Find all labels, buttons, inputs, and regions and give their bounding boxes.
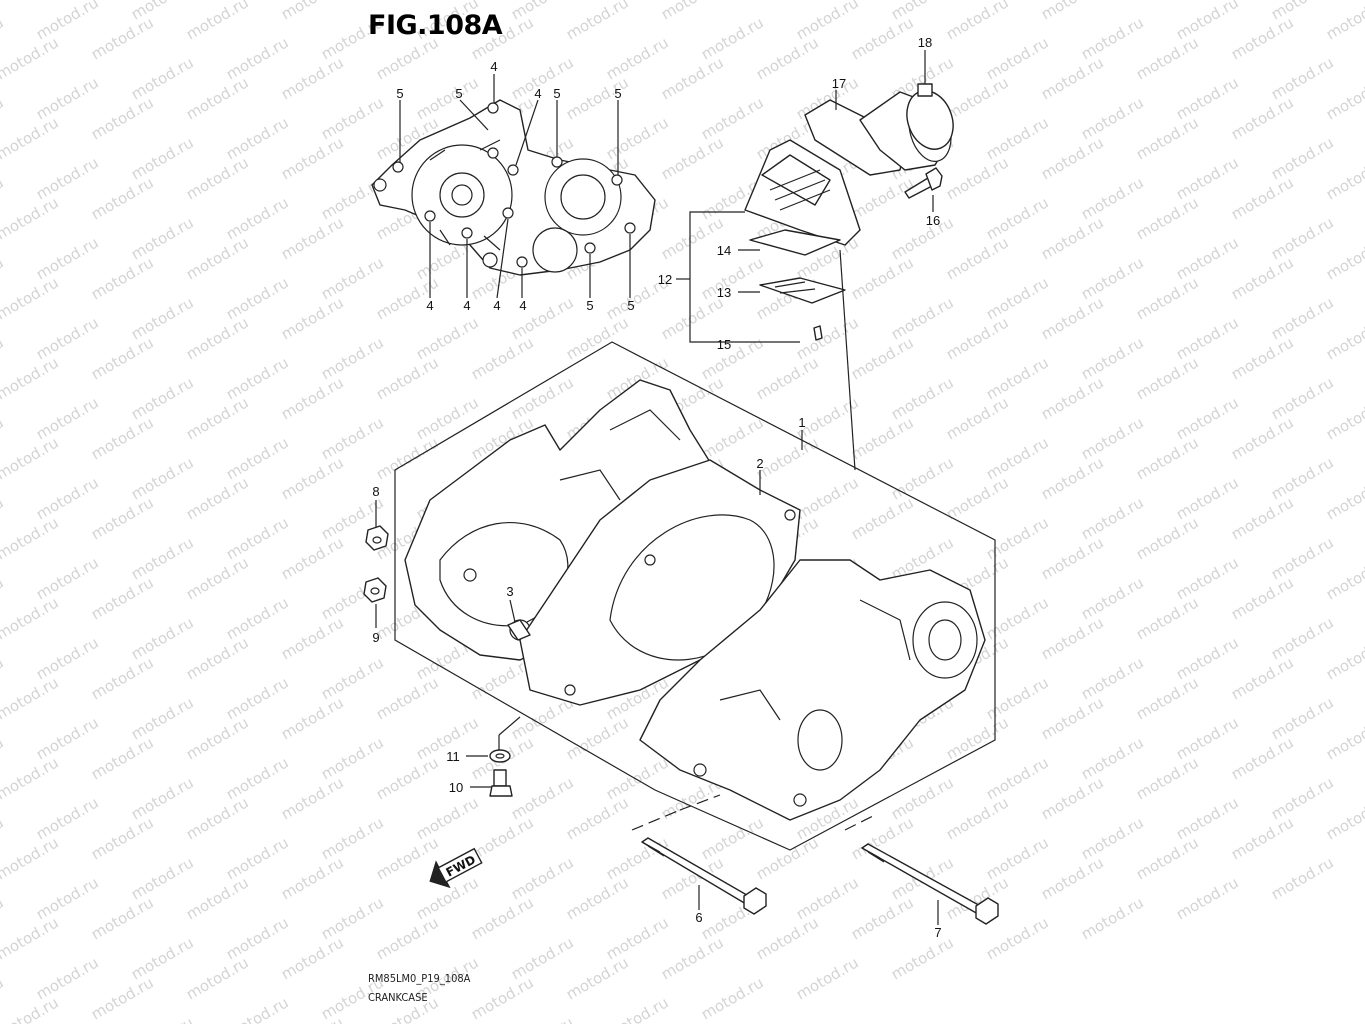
- reed-parts-bracket: [676, 211, 856, 471]
- callout-6: 6: [695, 910, 702, 925]
- reed-valve-assembly: [744, 139, 861, 246]
- callout-4: 4: [463, 298, 470, 313]
- callout-12: 12: [658, 272, 672, 287]
- nut-part-9: [363, 577, 387, 628]
- callout-5: 5: [627, 298, 634, 313]
- long-bolt-7: [844, 814, 999, 925]
- callout-4: 4: [490, 59, 497, 74]
- long-bolt-6: [631, 794, 767, 915]
- washer-11: [466, 749, 511, 763]
- hose-clamp: [906, 50, 954, 150]
- callout-labels: 1 2 3 4 4 4 4 4 4 5 5 5 5 5 5 6 7 8 9 10…: [372, 35, 941, 940]
- callout-4: 4: [519, 298, 526, 313]
- callout-9: 9: [372, 630, 379, 645]
- callout-3: 3: [506, 584, 513, 599]
- callout-11: 11: [446, 749, 460, 764]
- callout-16: 16: [926, 213, 940, 228]
- callout-5: 5: [455, 86, 462, 101]
- callout-18: 18: [918, 35, 932, 50]
- callout-5: 5: [553, 86, 560, 101]
- callout-5: 5: [586, 298, 593, 313]
- callout-7: 7: [934, 925, 941, 940]
- drawing-code: RM85LM0_P19_108A: [368, 972, 471, 985]
- intake-bolt: [835, 90, 943, 212]
- cover-bolt-holes: [392, 102, 636, 268]
- callout-1: 1: [798, 415, 805, 430]
- crankcase-gasket: [519, 459, 801, 706]
- dowel-pin: [507, 599, 531, 641]
- callout-5: 5: [396, 86, 403, 101]
- nut-part-8: [365, 500, 389, 551]
- callout-4: 4: [426, 298, 433, 313]
- callout-10: 10: [449, 780, 463, 795]
- callout-15: 15: [717, 337, 731, 352]
- section-name: CRANKCASE: [368, 991, 428, 1004]
- callout-17: 17: [832, 76, 846, 91]
- callout-14: 14: [717, 243, 731, 258]
- figure-title: FIG.108A: [368, 10, 503, 41]
- callout-4: 4: [493, 298, 500, 313]
- callout-4: 4: [534, 86, 541, 101]
- callout-13: 13: [717, 285, 731, 300]
- callout-8: 8: [372, 484, 379, 499]
- callout-2: 2: [756, 456, 763, 471]
- crankcase-cover: [371, 99, 656, 276]
- cover-leaders: [399, 74, 631, 299]
- crankcase-right-half: [639, 559, 986, 821]
- drain-bolt-10: [470, 716, 521, 797]
- crankcase-frame: [394, 341, 996, 851]
- callout-5: 5: [614, 86, 621, 101]
- fwd-arrow-icon: FWD: [429, 847, 483, 889]
